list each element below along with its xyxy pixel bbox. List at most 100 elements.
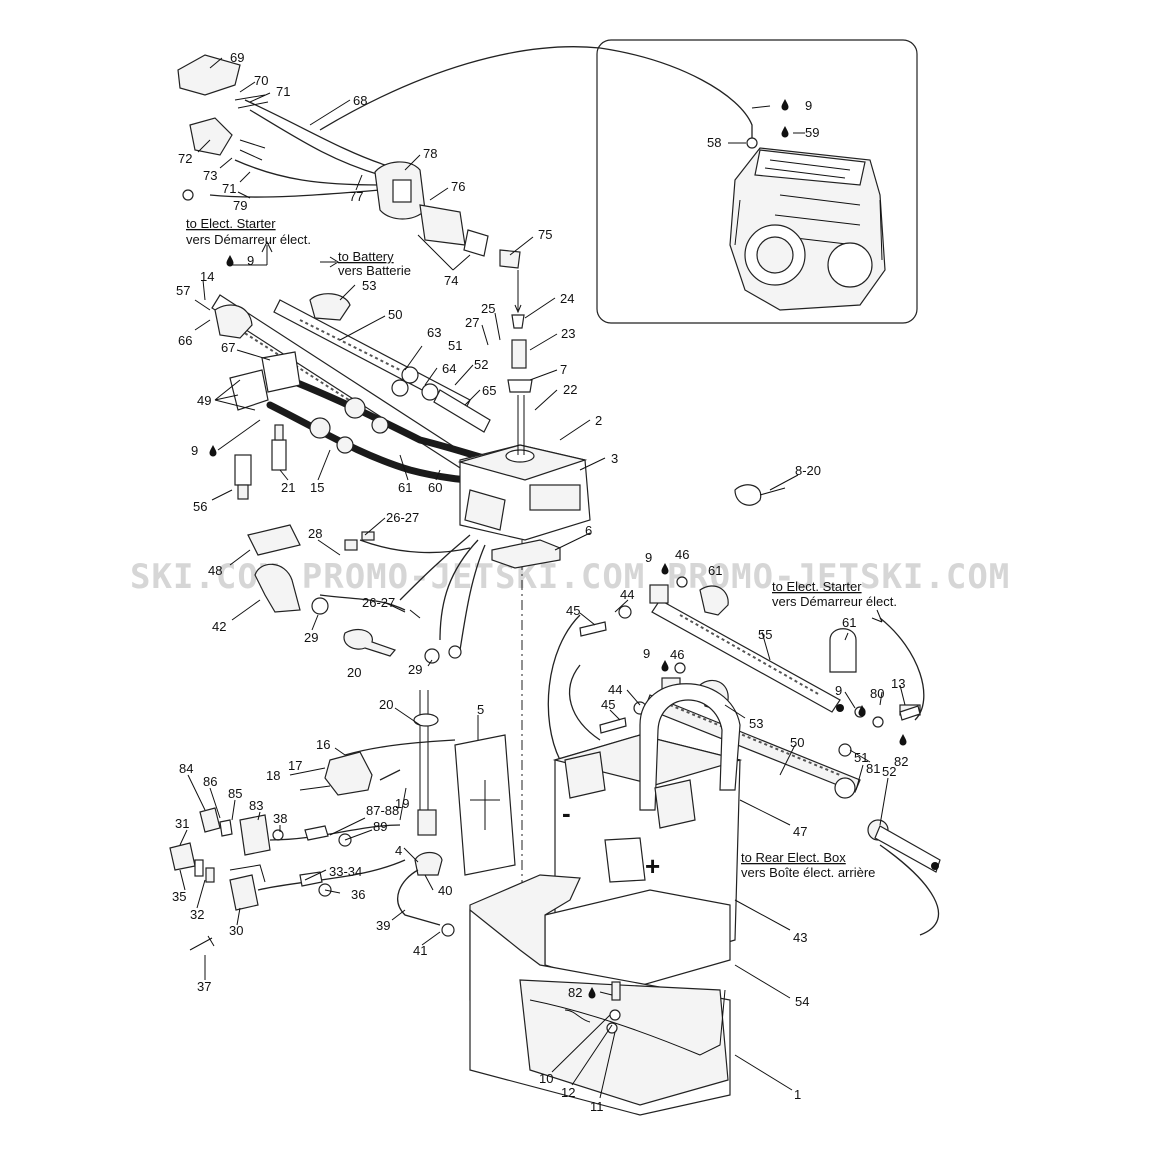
callout-label: 5	[477, 702, 484, 717]
oil-drop-icon	[226, 255, 234, 267]
callout-label: 70	[254, 73, 268, 88]
engine-illustration	[729, 137, 886, 311]
callout-label: 72	[178, 151, 192, 166]
oil-drop-icon	[661, 660, 669, 672]
callout-label: 51	[854, 750, 868, 765]
callout-label: 3	[611, 451, 618, 466]
callout-label: 82	[894, 754, 908, 769]
callout-label: 46	[675, 547, 689, 562]
callout-label: 44	[608, 682, 622, 697]
callout-label: 53	[749, 716, 763, 731]
note-starter-right-en: to Elect. Starter	[772, 579, 862, 594]
note-starter-left-fr: vers Démarreur élect.	[186, 232, 311, 247]
callout-label: 63	[427, 325, 441, 340]
callout-label: 11	[590, 1099, 604, 1114]
callout-label: 48	[208, 563, 222, 578]
callout-label: 38	[273, 811, 287, 826]
callout-label: 66	[178, 333, 192, 348]
callout-label: 29	[304, 630, 318, 645]
callout-label: 80	[870, 686, 884, 701]
callout-label: 30	[229, 923, 243, 938]
callout-label: 77	[349, 189, 363, 204]
callout-label: 81	[866, 761, 880, 776]
callout-label: 50	[790, 735, 804, 750]
callout-label: 59	[805, 125, 819, 140]
callout-label: 87-88	[366, 803, 399, 818]
callout-label: 9	[191, 443, 198, 458]
callout-label: 1	[794, 1087, 801, 1102]
callout-label: 54	[795, 994, 809, 1009]
callout-label: 9	[835, 683, 842, 698]
note-starter-left-en: to Elect. Starter	[186, 216, 276, 231]
callout-label: 61	[708, 563, 722, 578]
callout-label: 75	[538, 227, 552, 242]
callout-label: 55	[758, 627, 772, 642]
callout-label: 9	[247, 253, 254, 268]
callout-label: 37	[197, 979, 211, 994]
callout-label: 79	[233, 198, 247, 213]
callout-label: 35	[172, 889, 186, 904]
note-battery-fr: vers Batterie	[338, 263, 411, 278]
callout-label: 86	[203, 774, 217, 789]
callout-label: 17	[288, 758, 302, 773]
callout-label: 76	[451, 179, 465, 194]
callout-label: 33-34	[329, 864, 362, 879]
callout-label: 32	[190, 907, 204, 922]
engine-inset-frame	[596, 39, 918, 324]
callout-label: 39	[376, 918, 390, 933]
callout-label: 43	[793, 930, 807, 945]
callout-label: 41	[413, 943, 427, 958]
callout-label: 51	[448, 338, 462, 353]
callout-label: 26-27	[386, 510, 419, 525]
callout-label: 25	[481, 301, 495, 316]
callout-label: 46	[670, 647, 684, 662]
callout-label: 50	[388, 307, 402, 322]
callout-label: 8-20	[795, 463, 821, 478]
note-rear-box-fr: vers Boîte élect. arrière	[741, 865, 875, 880]
callout-label: 69	[230, 50, 244, 65]
battery-cables	[644, 585, 941, 873]
callout-label: 22	[563, 382, 577, 397]
callout-label: 58	[707, 135, 721, 150]
battery-tray	[469, 874, 731, 1116]
callout-label: 42	[212, 619, 226, 634]
callout-label: 49	[197, 393, 211, 408]
oil-drop-icon	[781, 99, 789, 111]
callout-label: 56	[193, 499, 207, 514]
callout-label: 53	[362, 278, 376, 293]
svg-text:-: -	[562, 798, 571, 828]
callout-label: 31	[175, 816, 189, 831]
oil-drop-icon	[209, 445, 217, 457]
callout-label: 84	[179, 761, 193, 776]
callout-label: 74	[444, 273, 458, 288]
callout-label: 64	[442, 361, 456, 376]
callout-label: 44	[620, 587, 634, 602]
callout-label: 2	[595, 413, 602, 428]
starter-cables	[211, 293, 491, 483]
callout-label: 6	[585, 523, 592, 538]
callout-label: 18	[266, 768, 280, 783]
leader-lines	[179, 57, 906, 1099]
ignition-module	[457, 444, 591, 541]
callout-label: 89	[373, 819, 387, 834]
callout-label: 60	[428, 480, 442, 495]
callout-label: 65	[482, 383, 496, 398]
callout-label: 7	[560, 362, 567, 377]
note-rear-box-en: to Rear Elect. Box	[741, 850, 846, 865]
callout-label: 52	[474, 357, 488, 372]
callout-label: 61	[398, 480, 412, 495]
callout-label: 83	[249, 798, 263, 813]
callout-label: 13	[891, 676, 905, 691]
spark-plugs	[234, 424, 287, 500]
callout-label: 82	[568, 985, 582, 1000]
callout-label: 24	[560, 291, 574, 306]
callout-label: 9	[643, 646, 650, 661]
callout-label: 45	[566, 603, 580, 618]
callout-label: 4	[395, 843, 402, 858]
harness-upper	[177, 54, 521, 269]
callout-label: 78	[423, 146, 437, 161]
callout-label: 67	[221, 340, 235, 355]
callout-label: 57	[176, 283, 190, 298]
callout-label: 15	[310, 480, 324, 495]
